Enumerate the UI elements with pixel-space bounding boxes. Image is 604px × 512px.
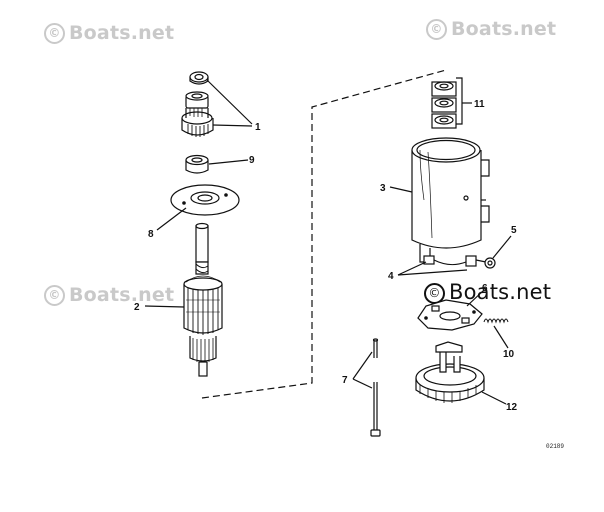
callout-10: 10 (503, 349, 515, 360)
part-terminal-nut (484, 257, 496, 269)
leader-1b (212, 124, 253, 127)
part-through-bolts (370, 338, 381, 437)
part-pinion-drive (181, 91, 214, 137)
callout-7: 7 (342, 375, 348, 386)
copyright-symbol: © (44, 23, 65, 44)
watermark-top-right: ©Boats.net (426, 18, 556, 40)
leader-12 (481, 391, 507, 405)
watermark-text: Boats.net (69, 284, 175, 306)
watermark-text: Boats.net (449, 280, 552, 304)
part-terminals (423, 255, 487, 267)
leader-7b (352, 378, 373, 389)
diagram-code: 02189 (546, 443, 564, 450)
alignment-dashed-line (201, 69, 447, 399)
leader-1a (206, 79, 253, 125)
leader-5 (492, 235, 512, 259)
part-nut-set (431, 81, 457, 129)
part-frame-housing (411, 137, 490, 263)
callout-2: 2 (134, 302, 140, 313)
leader-3 (389, 186, 413, 193)
leader-4a (397, 261, 427, 276)
part-brush-springs (483, 318, 509, 324)
part-thrust-plate (170, 184, 240, 216)
copyright-symbol: © (44, 285, 65, 306)
callout-4: 4 (388, 271, 394, 282)
part-nut-top (189, 71, 209, 85)
part-brush-plate (417, 299, 483, 331)
bracket-11 (456, 77, 463, 125)
leader-8 (156, 207, 187, 231)
callout-3: 3 (380, 183, 386, 194)
callout-5: 5 (511, 225, 517, 236)
callout-1: 1 (255, 122, 261, 133)
callout-9: 9 (249, 155, 255, 166)
leader-9 (208, 159, 249, 165)
callout-6: 6 (482, 283, 488, 294)
watermark-text: Boats.net (451, 18, 557, 40)
callout-8: 8 (148, 229, 154, 240)
leader-4b (397, 269, 468, 276)
part-armature (183, 222, 223, 377)
leader-7a (352, 351, 373, 380)
copyright-symbol: © (426, 19, 447, 40)
watermark-top-left: ©Boats.net (44, 22, 174, 44)
callout-11: 11 (474, 99, 485, 110)
leader-2 (144, 305, 185, 308)
part-spacer (185, 154, 209, 174)
callout-12: 12 (506, 402, 518, 413)
watermark-left-middle: ©Boats.net (44, 284, 174, 306)
part-end-cap (415, 341, 485, 403)
leader-6 (466, 289, 485, 307)
watermark-text: Boats.net (69, 22, 175, 44)
leader-10 (493, 325, 509, 349)
